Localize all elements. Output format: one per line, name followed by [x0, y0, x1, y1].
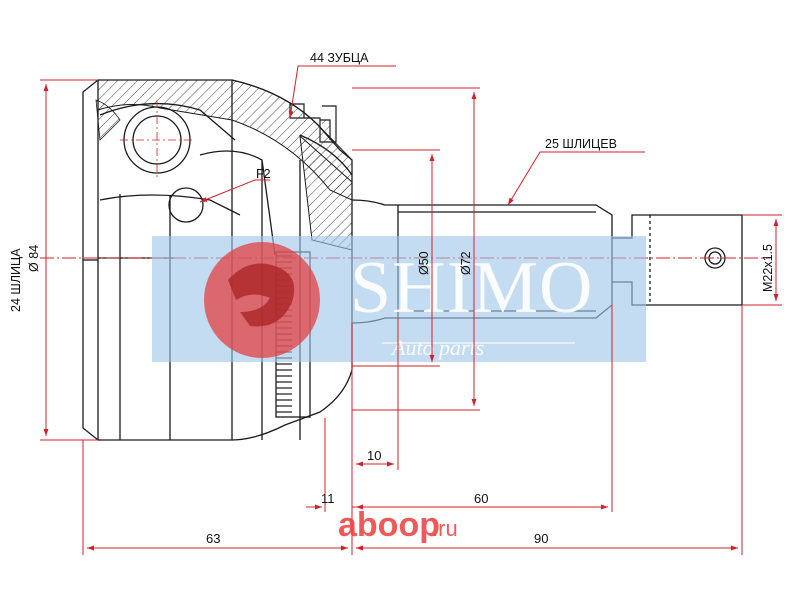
fit-label: F2 [256, 167, 271, 181]
footer-tld: .ru [432, 516, 458, 541]
watermark: SHIMO Auto parts [152, 236, 646, 362]
dia-50-label: Ø50 [417, 251, 431, 275]
thread-label: M22x1.5 [761, 244, 775, 292]
watermark-logo [204, 242, 320, 358]
splines-shaft-label: 25 ШЛИЦЕВ [545, 137, 617, 151]
splines-housing-label: 24 ШЛИЦА [9, 248, 23, 312]
dia-72-label: Ø72 [459, 251, 473, 275]
dia-outer-label: Ø 84 [27, 245, 41, 272]
fit-circle [168, 187, 204, 223]
watermark-sub: Auto parts [390, 335, 484, 360]
teeth-label: 44 ЗУБЦА [310, 51, 369, 65]
dimension-labels: 44 ЗУБЦА 25 ШЛИЦЕВ F2 24 ШЛИЦА Ø 84 Ø50 … [9, 51, 775, 546]
dim-63: 63 [206, 531, 220, 546]
dim-10: 10 [367, 448, 381, 463]
dim-60: 60 [474, 491, 488, 506]
footer-brand: aboop [338, 506, 440, 544]
dimensions [40, 65, 782, 555]
watermark-brand: SHIMO [350, 247, 593, 329]
dim-90: 90 [534, 531, 548, 546]
dim-11: 11 [321, 491, 335, 506]
footer-watermark: aboop .ru [338, 506, 458, 544]
